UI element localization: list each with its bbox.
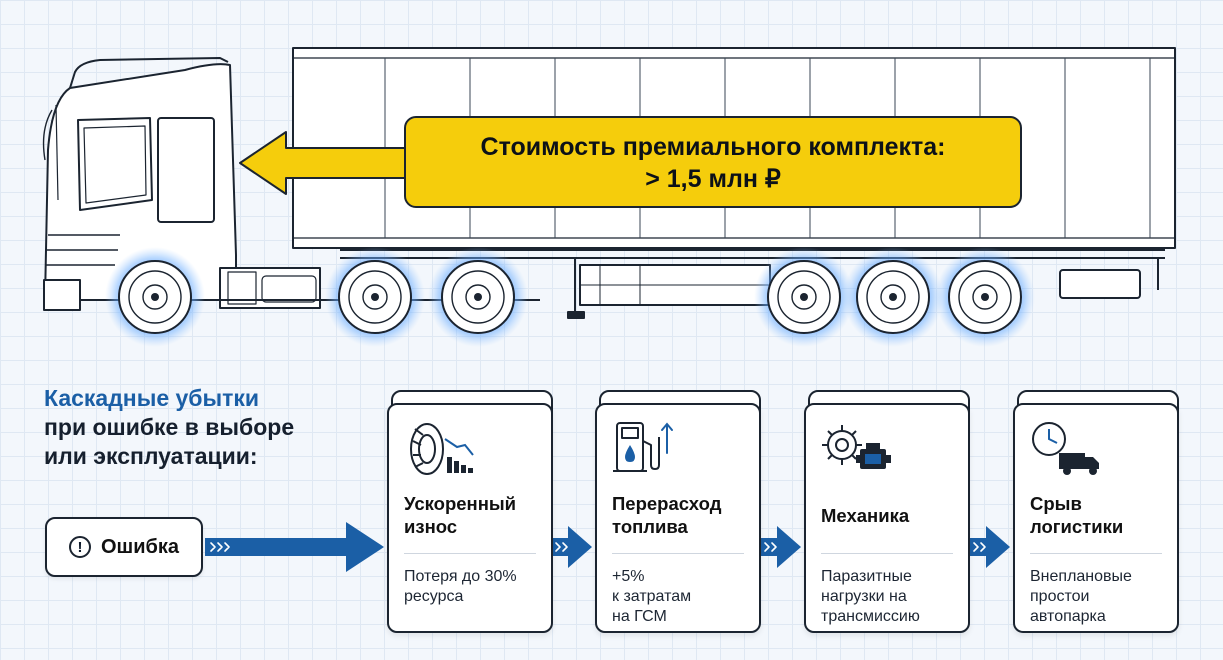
error-box: ! Ошибка (45, 517, 203, 577)
callout-arrow-icon (239, 131, 407, 195)
card-text: Потеря до 30%ресурса (404, 568, 517, 605)
wheel (325, 247, 425, 347)
tire-wear-chart-icon (410, 423, 474, 475)
price-callout: Стоимость премиального комплекта: > 1,5 … (404, 116, 1022, 208)
fuel-pump-icon (613, 422, 673, 472)
card-divider (612, 553, 744, 554)
wheel (428, 247, 528, 347)
flow-arrow-main (205, 522, 384, 572)
wheel (754, 247, 854, 347)
truck-illustration (42, 47, 1176, 347)
card-title: Механика (821, 504, 910, 526)
section-heading: Каскадные убытки при ошибке в выборе или… (44, 384, 364, 471)
callout-title: Стоимость премиального комплекта: (480, 133, 946, 161)
wheel (105, 247, 205, 347)
wheel (935, 247, 1035, 347)
card-divider (821, 553, 953, 554)
heading-line-2: при ошибке в выборе (44, 414, 295, 440)
clock-truck-icon (1032, 422, 1099, 475)
flow-arrow-3 (970, 526, 1010, 568)
callout-value: > 1,5 млн ₽ (645, 165, 781, 193)
heading-line-3: или эксплуатации: (44, 443, 258, 469)
card-divider (1030, 553, 1162, 554)
flow-arrow-1 (552, 526, 592, 568)
flow-arrow-2 (761, 526, 801, 568)
wheel (843, 247, 943, 347)
card-divider (404, 553, 536, 554)
gear-engine-icon (822, 425, 891, 469)
heading-accent: Каскадные убытки (44, 385, 260, 411)
exclamation-circle-icon: ! (68, 536, 91, 558)
error-label: Ошибка (100, 535, 179, 558)
